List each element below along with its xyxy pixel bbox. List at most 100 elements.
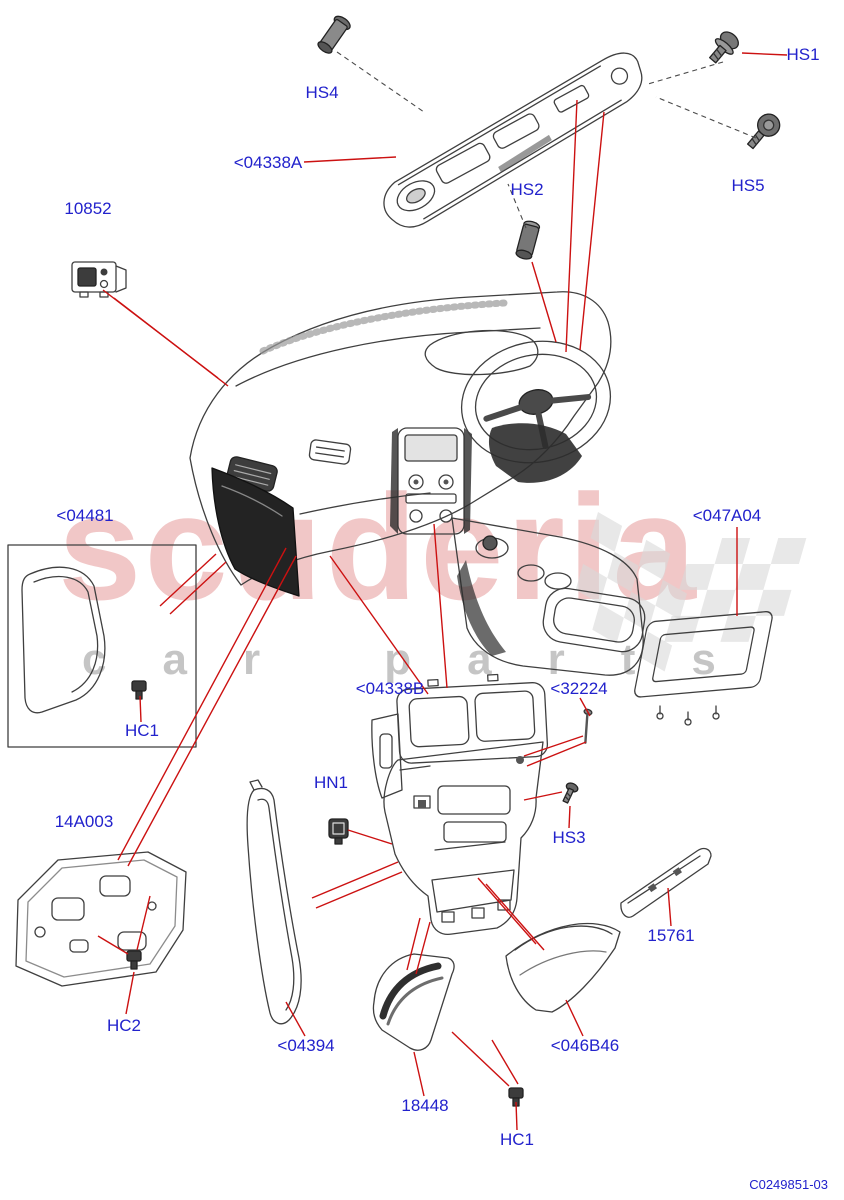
checker-cell: [590, 512, 623, 552]
part-label-hs5[interactable]: HS5: [731, 176, 765, 195]
checker-cell: [755, 589, 792, 616]
bracket-10852-drawing: [71, 261, 127, 298]
leader-line: [169, 561, 227, 615]
dashboard-drawing: [189, 291, 612, 597]
leader-line: [413, 1051, 425, 1097]
part-label-hc2[interactable]: HC2: [106, 1016, 142, 1035]
leader-line: [315, 871, 403, 909]
part-label-15761[interactable]: 15761: [647, 926, 695, 945]
checker-cell: [699, 589, 736, 616]
leader-line: [579, 111, 605, 351]
part-label-hn1[interactable]: HN1: [313, 773, 349, 792]
leader-line: [117, 547, 287, 861]
leader-line: [406, 917, 421, 971]
part-label-32224[interactable]: <32224: [550, 679, 608, 698]
checker-panel: [575, 512, 687, 672]
checker-cell: [714, 538, 751, 564]
frame-04338B-drawing: [371, 673, 549, 936]
steering-wheel-drawing: [460, 340, 612, 464]
leader-line: [741, 52, 788, 56]
leader-line: [568, 805, 571, 829]
watermark-subtitle: car parts: [82, 635, 772, 684]
leader-line: [127, 555, 297, 867]
screw-hs5-drawing: [746, 113, 781, 150]
part-label-hc1-bottom[interactable]: HC1: [499, 1130, 535, 1149]
center-console-drawing: [451, 517, 646, 676]
part-label-046b46[interactable]: <046B46: [550, 1036, 620, 1055]
checker-cell: [623, 591, 656, 632]
part-label-04338b[interactable]: <04338B: [355, 679, 425, 698]
leader-line: [125, 971, 135, 1015]
trim-04394-drawing: [246, 779, 302, 1025]
panel-04481-box-drawing: [7, 544, 197, 748]
checker-cell: [640, 631, 673, 672]
strip-15761-drawing: [620, 847, 712, 918]
panel-14A003-drawing: [15, 851, 187, 987]
assembly-guide-line: [655, 96, 757, 139]
leader-line: [451, 1031, 510, 1087]
steering-column-shade: [488, 423, 582, 483]
part-label-hs2[interactable]: HS2: [510, 180, 544, 199]
leader-line: [485, 883, 545, 951]
checker-panel: [664, 538, 807, 642]
checker-cell: [607, 551, 639, 592]
checkered-flag-watermark: [575, 512, 807, 672]
part-label-10852[interactable]: 10852: [64, 199, 112, 218]
leader-line: [285, 1001, 306, 1037]
checker-cell: [664, 615, 700, 642]
part-label-04481[interactable]: <04481: [56, 506, 114, 525]
checker-cell: [638, 539, 671, 580]
leader-line: [579, 697, 591, 717]
checker-cell: [720, 615, 756, 642]
checker-cell: [655, 579, 687, 620]
part-label-hs3[interactable]: HS3: [552, 828, 586, 847]
leader-line: [523, 791, 563, 801]
screw-hs1-drawing: [709, 31, 739, 64]
leader-line: [136, 895, 151, 951]
checker-cell: [735, 563, 771, 590]
part-label-14a003[interactable]: 14A003: [54, 812, 114, 831]
part-label-04394[interactable]: <04394: [277, 1036, 335, 1055]
diagram-code: C0249851-03: [749, 1177, 828, 1192]
assembly-guide-line: [647, 61, 724, 85]
leader-line: [97, 935, 129, 955]
trim-18448-drawing: [372, 953, 455, 1051]
checker-cell: [679, 563, 715, 590]
leader-line: [565, 99, 578, 353]
checker-cell: [592, 603, 624, 644]
screw-hs3-drawing: [562, 782, 579, 804]
leader-line: [477, 877, 537, 945]
part-label-hs4[interactable]: HS4: [305, 83, 339, 102]
screw-hs2-drawing: [515, 220, 541, 260]
leader-line: [415, 921, 431, 975]
part-label-hc1-box[interactable]: HC1: [124, 721, 160, 740]
part-label-18448[interactable]: 18448: [401, 1096, 449, 1115]
leader-line: [515, 1101, 518, 1131]
leader-line: [565, 999, 584, 1037]
leader-line: [139, 695, 142, 723]
leader-line: [303, 156, 397, 163]
leader-line: [347, 829, 393, 845]
leader-line: [311, 861, 399, 899]
leader-line: [667, 887, 672, 927]
panel-046B46-drawing: [505, 922, 621, 1013]
leader-line: [523, 735, 584, 757]
assembly-guide-line: [336, 51, 425, 113]
part-04338A-drawing: [383, 52, 643, 228]
leader-line: [491, 1039, 519, 1085]
leader-line: [113, 297, 229, 387]
screw-hs4-drawing: [317, 15, 351, 54]
panel-047A04-drawing: [634, 611, 773, 726]
clip-hc2-drawing: [126, 950, 142, 970]
leader-line: [531, 261, 557, 343]
checker-cell: [770, 538, 807, 564]
clip-hn1-drawing: [328, 818, 349, 845]
checker-cell: [575, 563, 608, 604]
part-label-047a04[interactable]: <047A04: [692, 506, 762, 525]
leader-line: [526, 741, 587, 767]
part-label-hs1[interactable]: HS1: [786, 45, 820, 64]
leader-line: [433, 523, 448, 689]
part-label-04338a[interactable]: <04338A: [233, 153, 303, 172]
